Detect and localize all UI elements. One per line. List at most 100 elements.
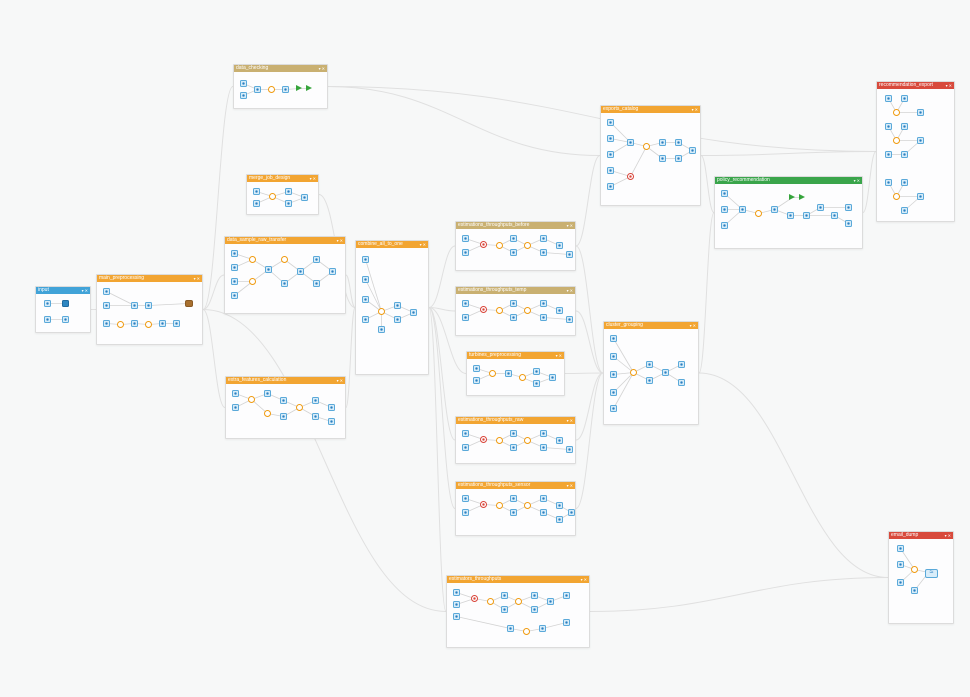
workflow-container-c18[interactable]: estimators_throughputs▾✕ [446, 575, 590, 648]
tool-node-icon[interactable] [240, 92, 247, 99]
workflow-container-c12[interactable]: estimations_throughputs_sensor▾✕ [455, 481, 576, 536]
tool-node-icon[interactable] [328, 404, 335, 411]
tool-node-icon[interactable] [721, 206, 728, 213]
error-node-icon[interactable] [480, 501, 487, 508]
tool-node-icon[interactable] [453, 601, 460, 608]
error-node-icon[interactable] [480, 436, 487, 443]
close-icon[interactable]: ✕ [196, 276, 200, 281]
collapse-icon[interactable]: ▾ [81, 288, 84, 293]
tool-node-icon[interactable] [312, 413, 319, 420]
tool-node-icon[interactable] [281, 280, 288, 287]
tool-node-icon[interactable] [462, 509, 469, 516]
tool-node-icon[interactable] [329, 268, 336, 275]
tool-node-icon[interactable] [145, 302, 152, 309]
collapse-icon[interactable]: ▾ [691, 107, 694, 112]
tool-node-icon[interactable] [505, 370, 512, 377]
container-header[interactable]: exports_catalog▾✕ [601, 106, 700, 113]
close-icon[interactable]: ✕ [321, 66, 325, 71]
process-node-icon[interactable] [117, 321, 124, 328]
run-arrow-icon[interactable] [789, 194, 795, 200]
tool-node-icon[interactable] [817, 204, 824, 211]
tool-node-icon[interactable] [62, 316, 69, 323]
tool-node-icon[interactable] [362, 256, 369, 263]
error-node-icon[interactable] [480, 306, 487, 313]
tool-node-icon[interactable] [232, 390, 239, 397]
process-node-icon[interactable] [248, 396, 255, 403]
error-node-icon[interactable] [480, 241, 487, 248]
process-node-icon[interactable] [524, 307, 531, 314]
tool-node-icon[interactable] [328, 418, 335, 425]
tool-node-icon[interactable] [539, 625, 546, 632]
tool-node-icon[interactable] [885, 179, 892, 186]
workflow-container-c13[interactable]: exports_catalog▾✕ [600, 105, 701, 206]
tool-node-icon[interactable] [659, 139, 666, 146]
run-arrow-icon[interactable] [306, 85, 312, 91]
collapse-icon[interactable]: ▾ [336, 378, 339, 383]
tool-node-icon[interactable] [313, 280, 320, 287]
collapse-icon[interactable]: ▾ [580, 577, 583, 582]
workflow-container-c15[interactable]: cluster_grouping▾✕ [603, 321, 699, 425]
workflow-container-c1[interactable]: data_checking▾✕ [233, 64, 328, 109]
workflow-container-c16[interactable]: recommendation_export▾✕ [876, 81, 955, 222]
tool-node-icon[interactable] [885, 95, 892, 102]
tool-node-icon[interactable] [501, 606, 508, 613]
tool-node-icon[interactable] [556, 516, 563, 523]
container-header[interactable]: merge_job_design▾✕ [247, 175, 318, 182]
tool-node-icon[interactable] [607, 119, 614, 126]
process-node-icon[interactable] [145, 321, 152, 328]
workflow-container-c8[interactable]: estimations_throughputs_before▾✕ [455, 221, 576, 271]
tool-node-icon[interactable] [254, 86, 261, 93]
tool-node-icon[interactable] [282, 86, 289, 93]
container-header[interactable]: turbines_preprocessing▾✕ [467, 352, 564, 359]
workflow-container-c10[interactable]: turbines_preprocessing▾✕ [466, 351, 565, 396]
tool-node-icon[interactable] [566, 316, 573, 323]
tool-node-icon[interactable] [44, 316, 51, 323]
collapse-icon[interactable]: ▾ [336, 238, 339, 243]
tool-node-icon[interactable] [885, 151, 892, 158]
process-node-icon[interactable] [249, 256, 256, 263]
tool-node-icon[interactable] [44, 300, 51, 307]
tool-node-icon[interactable] [771, 206, 778, 213]
tool-node-icon[interactable] [721, 222, 728, 229]
close-icon[interactable]: ✕ [694, 107, 698, 112]
tool-node-icon[interactable] [131, 320, 138, 327]
tool-node-icon[interactable] [540, 314, 547, 321]
workflow-container-c2[interactable]: merge_job_design▾✕ [246, 174, 319, 215]
tool-node-icon[interactable] [540, 495, 547, 502]
tool-node-icon[interactable] [285, 200, 292, 207]
process-node-icon[interactable] [515, 598, 522, 605]
tool-node-icon[interactable] [845, 204, 852, 211]
tool-node-icon[interactable] [510, 300, 517, 307]
close-icon[interactable]: ✕ [569, 483, 573, 488]
tool-node-icon[interactable] [280, 413, 287, 420]
tool-node-icon[interactable] [280, 397, 287, 404]
tool-node-icon[interactable] [540, 300, 547, 307]
tool-node-icon[interactable] [531, 606, 538, 613]
close-icon[interactable]: ✕ [583, 577, 587, 582]
collapse-icon[interactable]: ▾ [566, 418, 569, 423]
container-header[interactable]: data_sample_raw_transfer▾✕ [225, 237, 345, 244]
tool-node-icon[interactable] [607, 135, 614, 142]
workflow-container-c5[interactable]: main_preprocessing▾✕ [96, 274, 203, 345]
tool-node-icon[interactable] [540, 444, 547, 451]
close-icon[interactable]: ✕ [558, 353, 562, 358]
container-header[interactable]: extra_features_calculation▾✕ [226, 377, 345, 384]
tool-node-icon[interactable] [662, 369, 669, 376]
container-header[interactable]: estimations_throughputs_raw▾✕ [456, 417, 575, 424]
tool-node-icon[interactable] [549, 374, 556, 381]
tool-node-icon[interactable] [473, 365, 480, 372]
tool-node-icon[interactable] [610, 389, 617, 396]
close-icon[interactable]: ✕ [947, 533, 951, 538]
error-node-icon[interactable] [471, 595, 478, 602]
workflow-container-c11[interactable]: estimations_throughputs_raw▾✕ [455, 416, 576, 464]
tool-node-icon[interactable] [607, 167, 614, 174]
tool-node-icon[interactable] [787, 212, 794, 219]
container-header[interactable]: policy_recommendation▾✕ [715, 177, 862, 184]
process-node-icon[interactable] [281, 256, 288, 263]
process-node-icon[interactable] [524, 437, 531, 444]
tool-node-icon[interactable] [540, 430, 547, 437]
tool-node-icon[interactable] [510, 430, 517, 437]
collapse-icon[interactable]: ▾ [944, 533, 947, 538]
tool-node-icon[interactable] [885, 123, 892, 130]
workflow-container-c9[interactable]: estimations_throughputs_temp▾✕ [455, 286, 576, 336]
